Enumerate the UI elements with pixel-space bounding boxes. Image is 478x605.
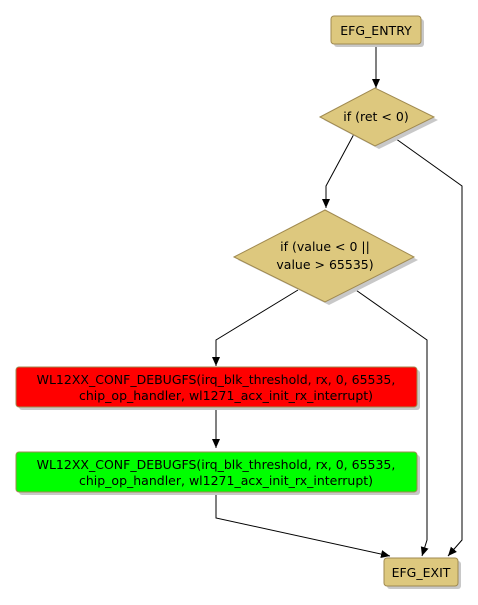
exit-label: EFG_EXIT — [392, 565, 451, 580]
edges — [212, 46, 463, 558]
added-statement-node: WL12XX_CONF_DEBUGFS(irq_blk_threshold, r… — [15, 451, 420, 495]
removed-statement-line-1: WL12XX_CONF_DEBUGFS(irq_blk_threshold, r… — [37, 372, 396, 387]
decision-value-line-1: if (value < 0 || — [280, 239, 370, 254]
added-statement-line-1: WL12XX_CONF_DEBUGFS(irq_blk_threshold, r… — [37, 457, 396, 472]
decision-value-node: if (value < 0 || value > 65535) — [232, 209, 418, 305]
decision-value-line-2: value > 65535) — [276, 257, 373, 272]
entry-label: EFG_ENTRY — [340, 23, 412, 38]
decision-ret-label: if (ret < 0) — [343, 109, 408, 124]
removed-statement-node: WL12XX_CONF_DEBUGFS(irq_blk_threshold, r… — [15, 366, 420, 410]
decision-ret-node: if (ret < 0) — [318, 87, 438, 149]
edge-cond-ret-to-exit — [391, 135, 463, 557]
entry-node: EFG_ENTRY — [330, 15, 424, 47]
added-statement-line-2: chip_op_handler, wl1271_acx_init_rx_inte… — [79, 473, 373, 488]
exit-node: EFG_EXIT — [383, 557, 461, 589]
edge-cond-ret-to-cond-value — [322, 133, 355, 208]
edge-cond-value-to-exit — [352, 287, 429, 557]
edge-added-to-exit — [215, 493, 391, 558]
removed-statement-line-2: chip_op_handler, wl1271_acx_init_rx_inte… — [79, 388, 373, 403]
edge-cond-value-to-removed — [212, 289, 299, 366]
